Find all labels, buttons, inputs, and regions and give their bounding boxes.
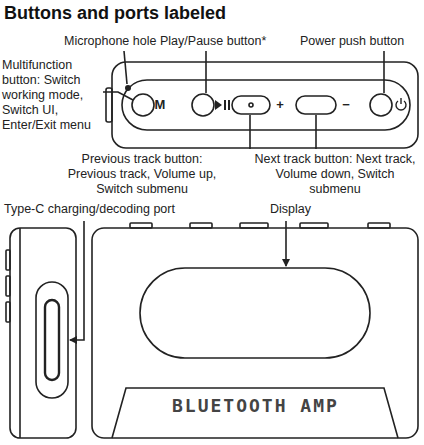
leader-line	[124, 51, 127, 84]
multifunction-button	[132, 94, 154, 116]
power-button	[370, 94, 392, 116]
callout-label: Play/Pause button*	[160, 34, 266, 49]
play-pause-button	[192, 94, 214, 116]
callout-label: Type-C charging/decoding port	[4, 202, 175, 217]
top-button	[368, 223, 390, 228]
button-dot	[249, 103, 253, 107]
device-top-outline	[112, 62, 418, 148]
side-tab	[106, 88, 112, 122]
leader-arrow	[285, 221, 287, 266]
leader-line	[249, 115, 251, 149]
callout-label: Microphone hole	[64, 34, 156, 49]
previous-button	[232, 96, 270, 114]
callout-label: Power push button	[300, 34, 404, 49]
callout-label: Previous track button: Previous track, V…	[56, 152, 228, 197]
button-symbol: +	[272, 98, 288, 112]
top-button	[240, 223, 268, 228]
microphone-hole	[126, 86, 130, 90]
power-icon	[396, 98, 406, 110]
top-button	[130, 223, 152, 228]
callout-label: Next track button: Next track, Volume do…	[250, 152, 420, 197]
type-c-port	[45, 300, 59, 380]
button-symbol: M	[152, 98, 168, 112]
leader-line	[315, 115, 317, 149]
top-button	[300, 223, 328, 228]
brand-text: BLUETOOTH AMP	[172, 398, 339, 413]
front-base-panel	[112, 388, 398, 438]
side-button	[6, 250, 10, 270]
button-symbol: −	[338, 98, 354, 112]
side-button	[6, 276, 10, 296]
side-edge	[19, 228, 21, 438]
callout-label: Multifunction button: Switch working mod…	[2, 58, 102, 133]
device-side-outline	[10, 228, 76, 438]
leader-line	[383, 51, 385, 93]
pause-icon	[224, 100, 226, 110]
play-icon	[215, 100, 222, 110]
leader-line	[103, 92, 133, 100]
button-strip	[122, 80, 410, 130]
leader-arrow	[70, 221, 84, 340]
side-button	[6, 302, 10, 322]
next-button	[296, 96, 336, 114]
device-front-outline	[92, 228, 418, 438]
leader-line	[205, 51, 207, 93]
display-window	[140, 268, 370, 358]
pause-icon	[228, 100, 230, 110]
callout-label: Display	[270, 202, 311, 217]
top-button	[190, 223, 212, 228]
diagram-title: Buttons and ports labeled	[4, 2, 226, 24]
type-c-port-surround	[36, 282, 68, 398]
